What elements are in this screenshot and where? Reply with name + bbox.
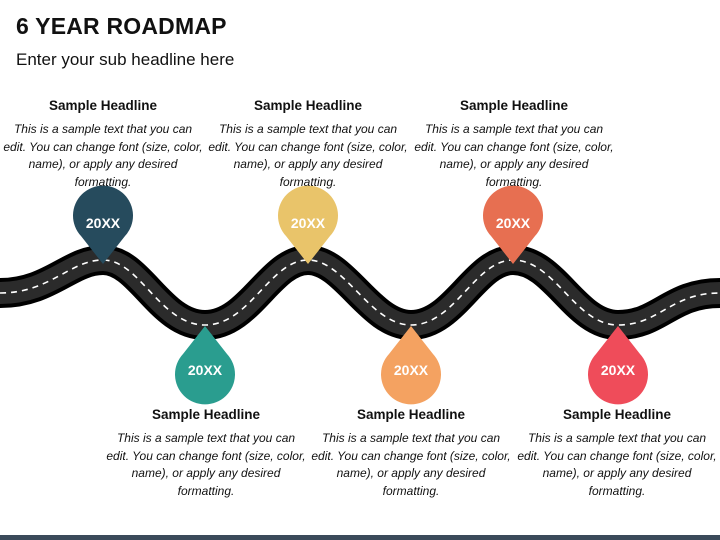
- milestone-year-6: 20XX: [600, 362, 636, 378]
- milestone-text-5: This is a sample text that you can edit.…: [414, 122, 614, 189]
- footer-bar: [0, 535, 720, 540]
- milestone-year-5: 20XX: [495, 215, 531, 231]
- milestone-pin-1: [73, 185, 133, 264]
- milestone-card-2: Sample Headline This is a sample text th…: [106, 407, 306, 500]
- road-lane-marking: [0, 259, 720, 326]
- milestone-headline-6: Sample Headline: [562, 407, 672, 422]
- milestone-year-1: 20XX: [85, 215, 121, 231]
- milestone-text-6: This is a sample text that you can edit.…: [517, 431, 717, 498]
- milestone-headline-2: Sample Headline: [151, 407, 261, 422]
- milestone-card-4: Sample Headline This is a sample text th…: [311, 407, 511, 500]
- milestone-headline-4: Sample Headline: [356, 407, 466, 422]
- milestone-pin-6: [588, 326, 648, 405]
- milestone-year-3: 20XX: [290, 215, 326, 231]
- milestone-text-4: This is a sample text that you can edit.…: [311, 431, 511, 498]
- milestone-pin-2: [175, 326, 236, 405]
- milestone-headline-5: Sample Headline: [459, 98, 569, 113]
- milestone-headline-3: Sample Headline: [253, 98, 363, 113]
- milestone-card-5: Sample Headline This is a sample text th…: [414, 98, 614, 191]
- milestone-text-3: This is a sample text that you can edit.…: [208, 122, 408, 189]
- milestone-headline-1: Sample Headline: [48, 98, 158, 113]
- milestone-card-3: Sample Headline This is a sample text th…: [208, 98, 408, 191]
- milestone-pin-3: [278, 185, 339, 264]
- page-subtitle: Enter your sub headline here: [16, 50, 235, 69]
- milestone-text-2: This is a sample text that you can edit.…: [106, 431, 306, 498]
- milestone-year-4: 20XX: [393, 362, 429, 378]
- page-title: 6 YEAR ROADMAP: [16, 13, 227, 39]
- milestone-pin-5: [483, 185, 544, 264]
- milestone-card-1: Sample Headline This is a sample text th…: [3, 98, 203, 191]
- milestone-pin-4: [381, 326, 442, 405]
- milestone-text-1: This is a sample text that you can edit.…: [3, 122, 203, 189]
- milestone-year-2: 20XX: [187, 362, 223, 378]
- milestone-card-6: Sample Headline This is a sample text th…: [517, 407, 717, 500]
